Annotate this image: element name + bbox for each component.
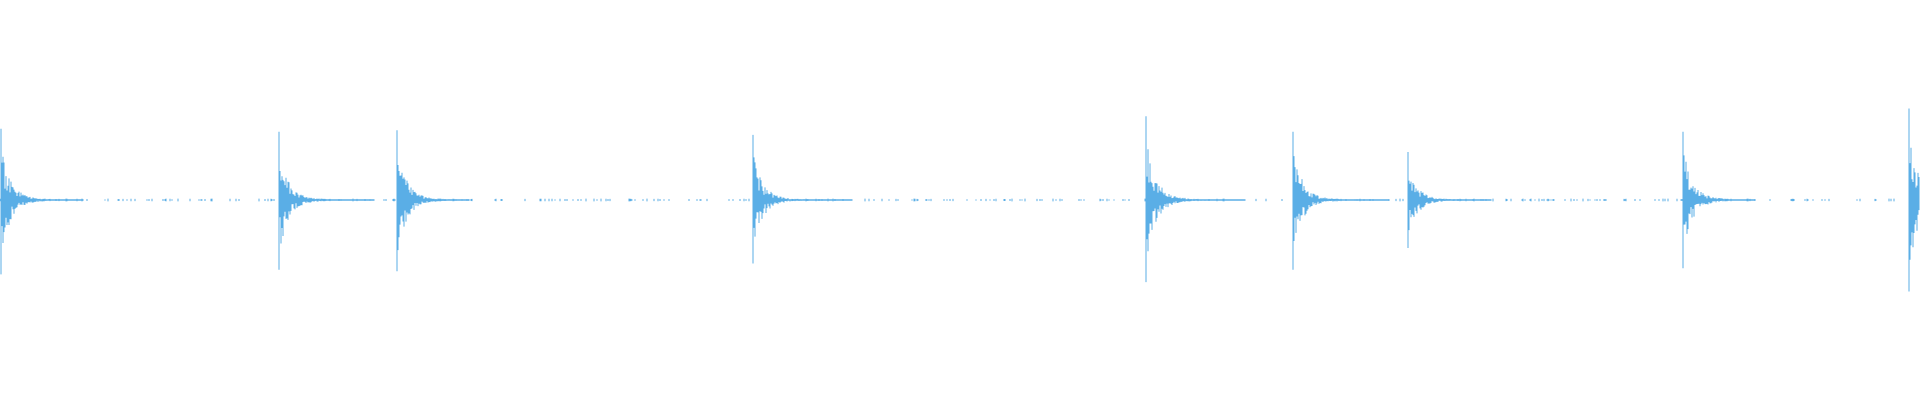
waveform-transient-4 — [752, 134, 853, 264]
waveform-transient-6 — [1292, 131, 1390, 270]
waveform-transient-2 — [278, 131, 375, 270]
waveform-transient-5 — [1145, 116, 1246, 283]
waveform-transient-1 — [0, 128, 84, 275]
waveform-transient-7 — [1407, 151, 1491, 249]
waveform-transient-3 — [396, 130, 470, 272]
waveform-group — [0, 108, 1920, 292]
waveform-transient-9 — [1908, 108, 1920, 292]
waveform-transient-8 — [1682, 131, 1756, 269]
